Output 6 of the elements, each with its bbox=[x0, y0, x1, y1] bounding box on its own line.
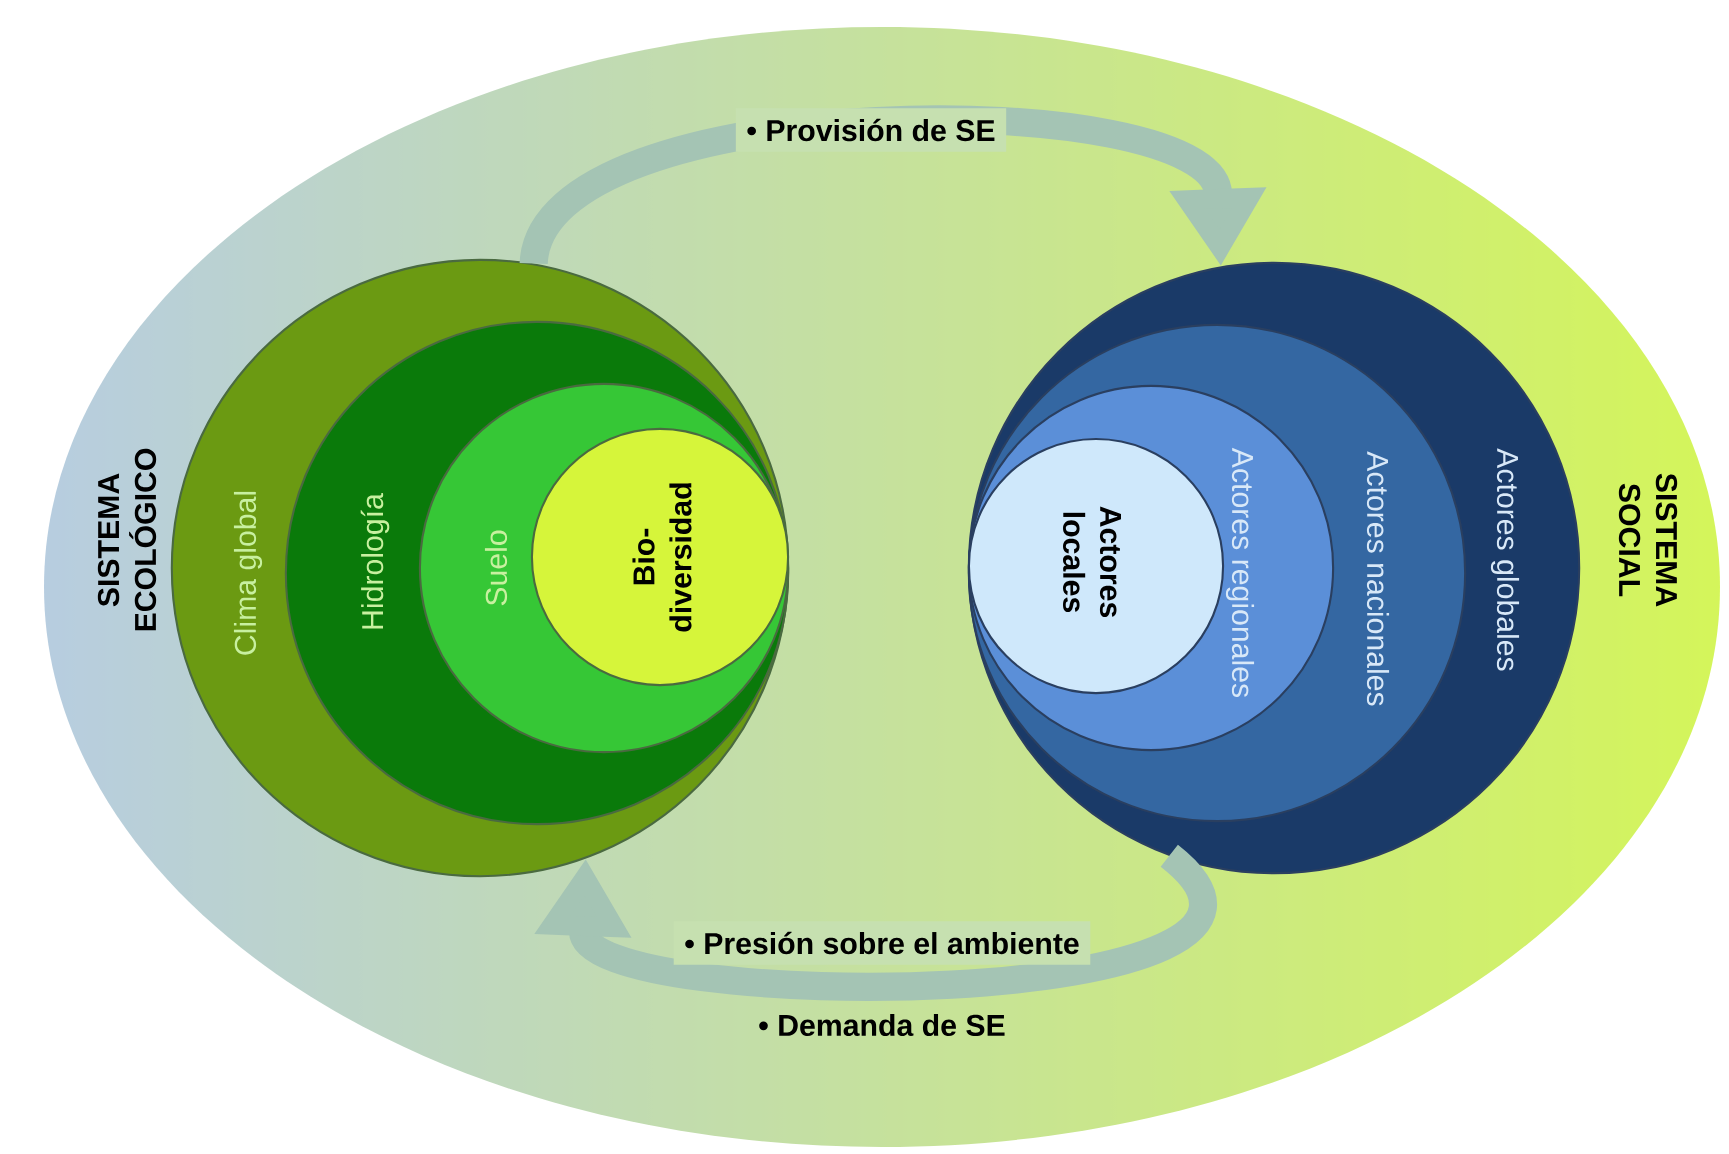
system-label: SISTEMA ECOLÓGICO bbox=[97, 448, 157, 631]
system-label: SISTEMA SOCIAL bbox=[1618, 473, 1678, 607]
curved-arrow bbox=[534, 846, 1215, 1001]
bullet-text: • Demanda de SE bbox=[759, 1013, 1005, 1037]
edge-label: • Provisión de SE bbox=[735, 108, 1007, 152]
edge-label: • Presión sobre el ambiente bbox=[673, 921, 1091, 965]
